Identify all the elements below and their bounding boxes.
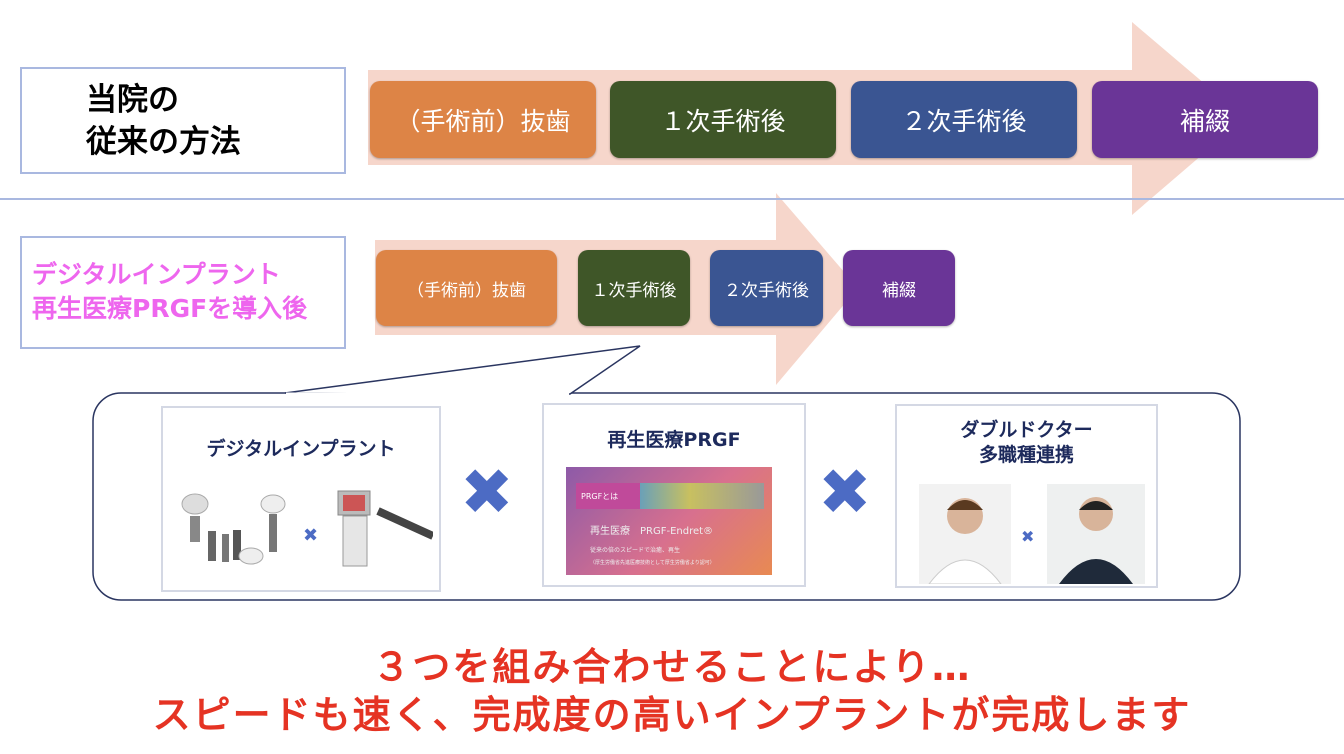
- step-extraction: （手術前）抜歯: [370, 81, 596, 158]
- step-prosthesis: 補綴: [843, 250, 955, 326]
- card-title: デジタルインプラント: [206, 438, 396, 460]
- card-double-doctor: ダブルドクター 多職種連携 ✖: [895, 404, 1158, 588]
- doctor-photos: ✖: [919, 484, 1145, 584]
- title-line: ダブルドクター: [960, 419, 1093, 441]
- title-line: 再生医療PRGFを導入後: [32, 294, 308, 323]
- card-digital-implant: デジタルインプラント ✖: [161, 406, 441, 592]
- cross-icon: ✖: [303, 525, 318, 546]
- prgf-slide-image: PRGFとは 再生医療 PRGF-Endret® 従来の倍のスピードで治癒、再生…: [566, 467, 772, 575]
- title-line: 従来の方法: [86, 124, 241, 160]
- step-first-surgery: １次手術後: [610, 81, 836, 158]
- step-second-surgery: ２次手術後: [710, 250, 823, 326]
- slide-heading: 再生医療 PRGF-Endret®: [590, 526, 714, 537]
- new-method-title: デジタルインプラント 再生医療PRGFを導入後: [32, 258, 307, 326]
- slide-text: （厚生労働省先進医療技術として厚生労働省より認可）: [590, 560, 715, 566]
- conclusion-line2: スピードも速く、完成度の高いインプラントが完成します: [152, 693, 1192, 737]
- title-line: 当院の: [86, 82, 179, 118]
- new-method-label-box: デジタルインプラント 再生医療PRGFを導入後: [20, 236, 346, 349]
- step-second-surgery: ２次手術後: [851, 81, 1077, 158]
- step-first-surgery: １次手術後: [578, 250, 690, 326]
- cross-icon: ✖: [818, 456, 872, 530]
- conclusion-line1: ３つを組み合わせることにより…: [372, 645, 972, 689]
- title-line: 多職種連携: [978, 444, 1074, 466]
- conventional-label-box: 当院の 従来の方法: [20, 67, 346, 174]
- cross-icon: ✖: [1021, 527, 1034, 546]
- cross-icon: ✖: [460, 456, 514, 530]
- card-title: ダブルドクター 多職種連携: [897, 418, 1156, 468]
- slide-tag: PRGFとは: [576, 483, 640, 509]
- callout-pointer: [284, 345, 641, 395]
- step-extraction: （手術前）抜歯: [376, 250, 557, 326]
- card-prgf: 再生医療PRGF PRGFとは 再生医療 PRGF-Endret® 従来の倍のス…: [542, 403, 806, 587]
- slide-photo: [640, 483, 764, 509]
- step-prosthesis: 補綴: [1092, 81, 1318, 158]
- conventional-title: 当院の 従来の方法: [86, 79, 241, 163]
- title-line: デジタルインプラント: [32, 260, 281, 289]
- card-title: 再生医療PRGF: [607, 429, 741, 451]
- implant-equipment-image: ✖: [181, 490, 433, 567]
- slide-text: 従来の倍のスピードで治癒、再生: [590, 547, 681, 554]
